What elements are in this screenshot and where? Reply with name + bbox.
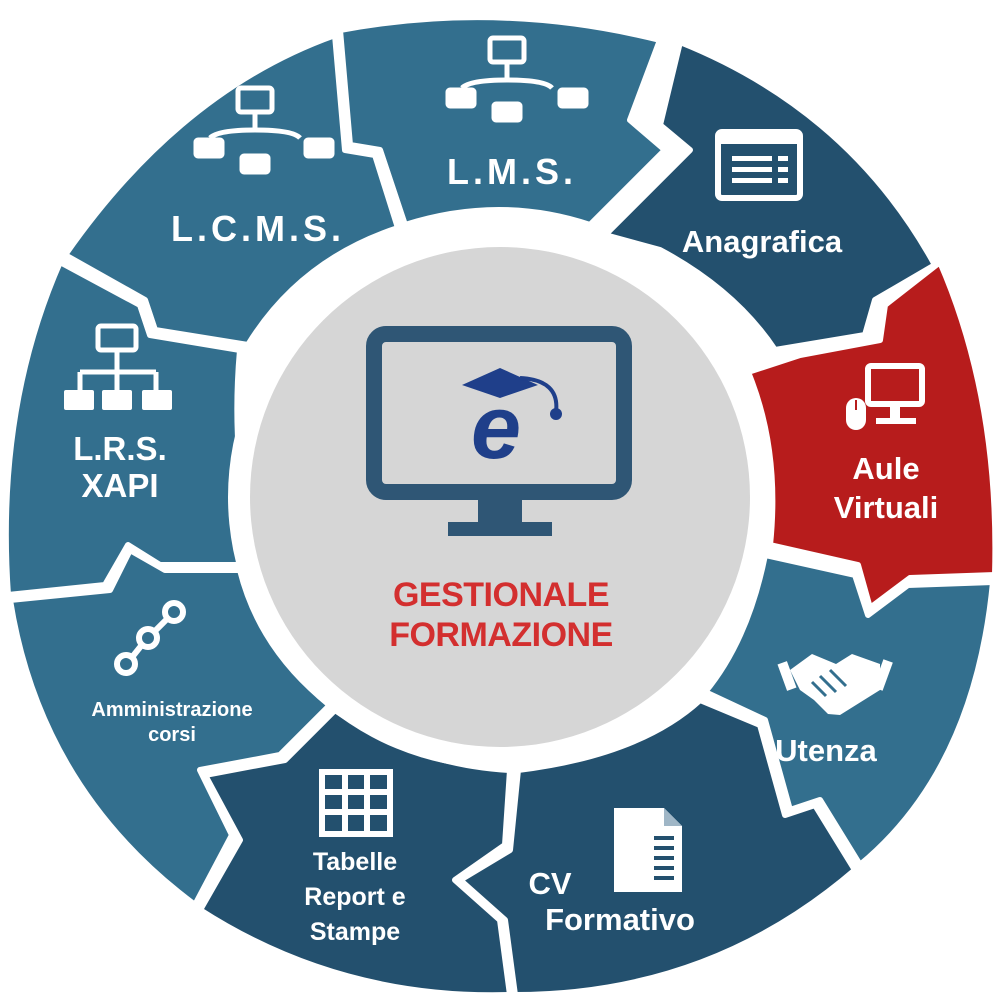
segment-tabelle-label-3: Stampe xyxy=(310,918,400,946)
segment-cv-formativo-label-1: CV xyxy=(528,866,571,901)
segment-lcms-shape xyxy=(62,32,401,348)
segment-anagrafica[interactable]: Anagrafica xyxy=(602,39,938,353)
computer-mouse-icon xyxy=(846,363,925,430)
segment-aule-virtuali[interactable]: Aule Virtuali xyxy=(745,259,999,611)
file-icon xyxy=(614,808,682,892)
segment-cv-formativo-label-2: Formativo xyxy=(545,902,695,937)
center-title-line-2: FORMAZIONE xyxy=(389,616,613,654)
hierarchy-icon xyxy=(64,323,172,410)
segment-cv-formativo[interactable]: CV Formativo xyxy=(457,697,858,998)
segment-anagrafica-label: Anagrafica xyxy=(682,224,843,259)
workflow-icon xyxy=(114,600,186,676)
segment-lrs[interactable]: L.R.S. XAPI xyxy=(2,259,251,598)
segment-tabelle-label-1: Tabelle xyxy=(313,848,397,876)
segment-lms[interactable]: L.M.S. xyxy=(337,14,668,228)
segment-lrs-label-1: L.R.S. xyxy=(73,430,167,467)
segment-tabelle[interactable]: Tabelle Report e Stampe xyxy=(197,707,513,999)
document-list-icon xyxy=(715,129,803,201)
segment-lms-label: L.M.S. xyxy=(447,151,577,192)
segment-aule-virtuali-label-1: Aule xyxy=(852,451,919,486)
elearning-logo-icon: e xyxy=(462,368,562,478)
monitor-icon xyxy=(366,326,632,536)
segment-lrs-label-2: XAPI xyxy=(81,467,158,504)
table-grid-icon xyxy=(319,769,393,837)
center-title-line-1: GESTIONALE xyxy=(393,576,609,614)
segment-amministrazione-label-2: corsi xyxy=(148,724,196,746)
sitemap-icon xyxy=(445,35,589,123)
segment-tabelle-label-2: Report e xyxy=(304,883,406,911)
segment-utenza-label: Utenza xyxy=(775,733,877,768)
segment-utenza[interactable]: Utenza xyxy=(702,552,996,868)
segment-amministrazione-label-1: Amministrazione xyxy=(91,699,252,721)
segment-aule-virtuali-label-2: Virtuali xyxy=(834,490,939,525)
segment-utenza-shape xyxy=(702,552,996,868)
handshake-icon xyxy=(777,654,893,715)
segment-lcms-label: L.C.M.S. xyxy=(171,208,345,249)
segment-lcms[interactable]: L.C.M.S. xyxy=(62,32,401,348)
sitemap-icon xyxy=(193,85,335,175)
segment-aule-virtuali-shape xyxy=(745,259,999,611)
